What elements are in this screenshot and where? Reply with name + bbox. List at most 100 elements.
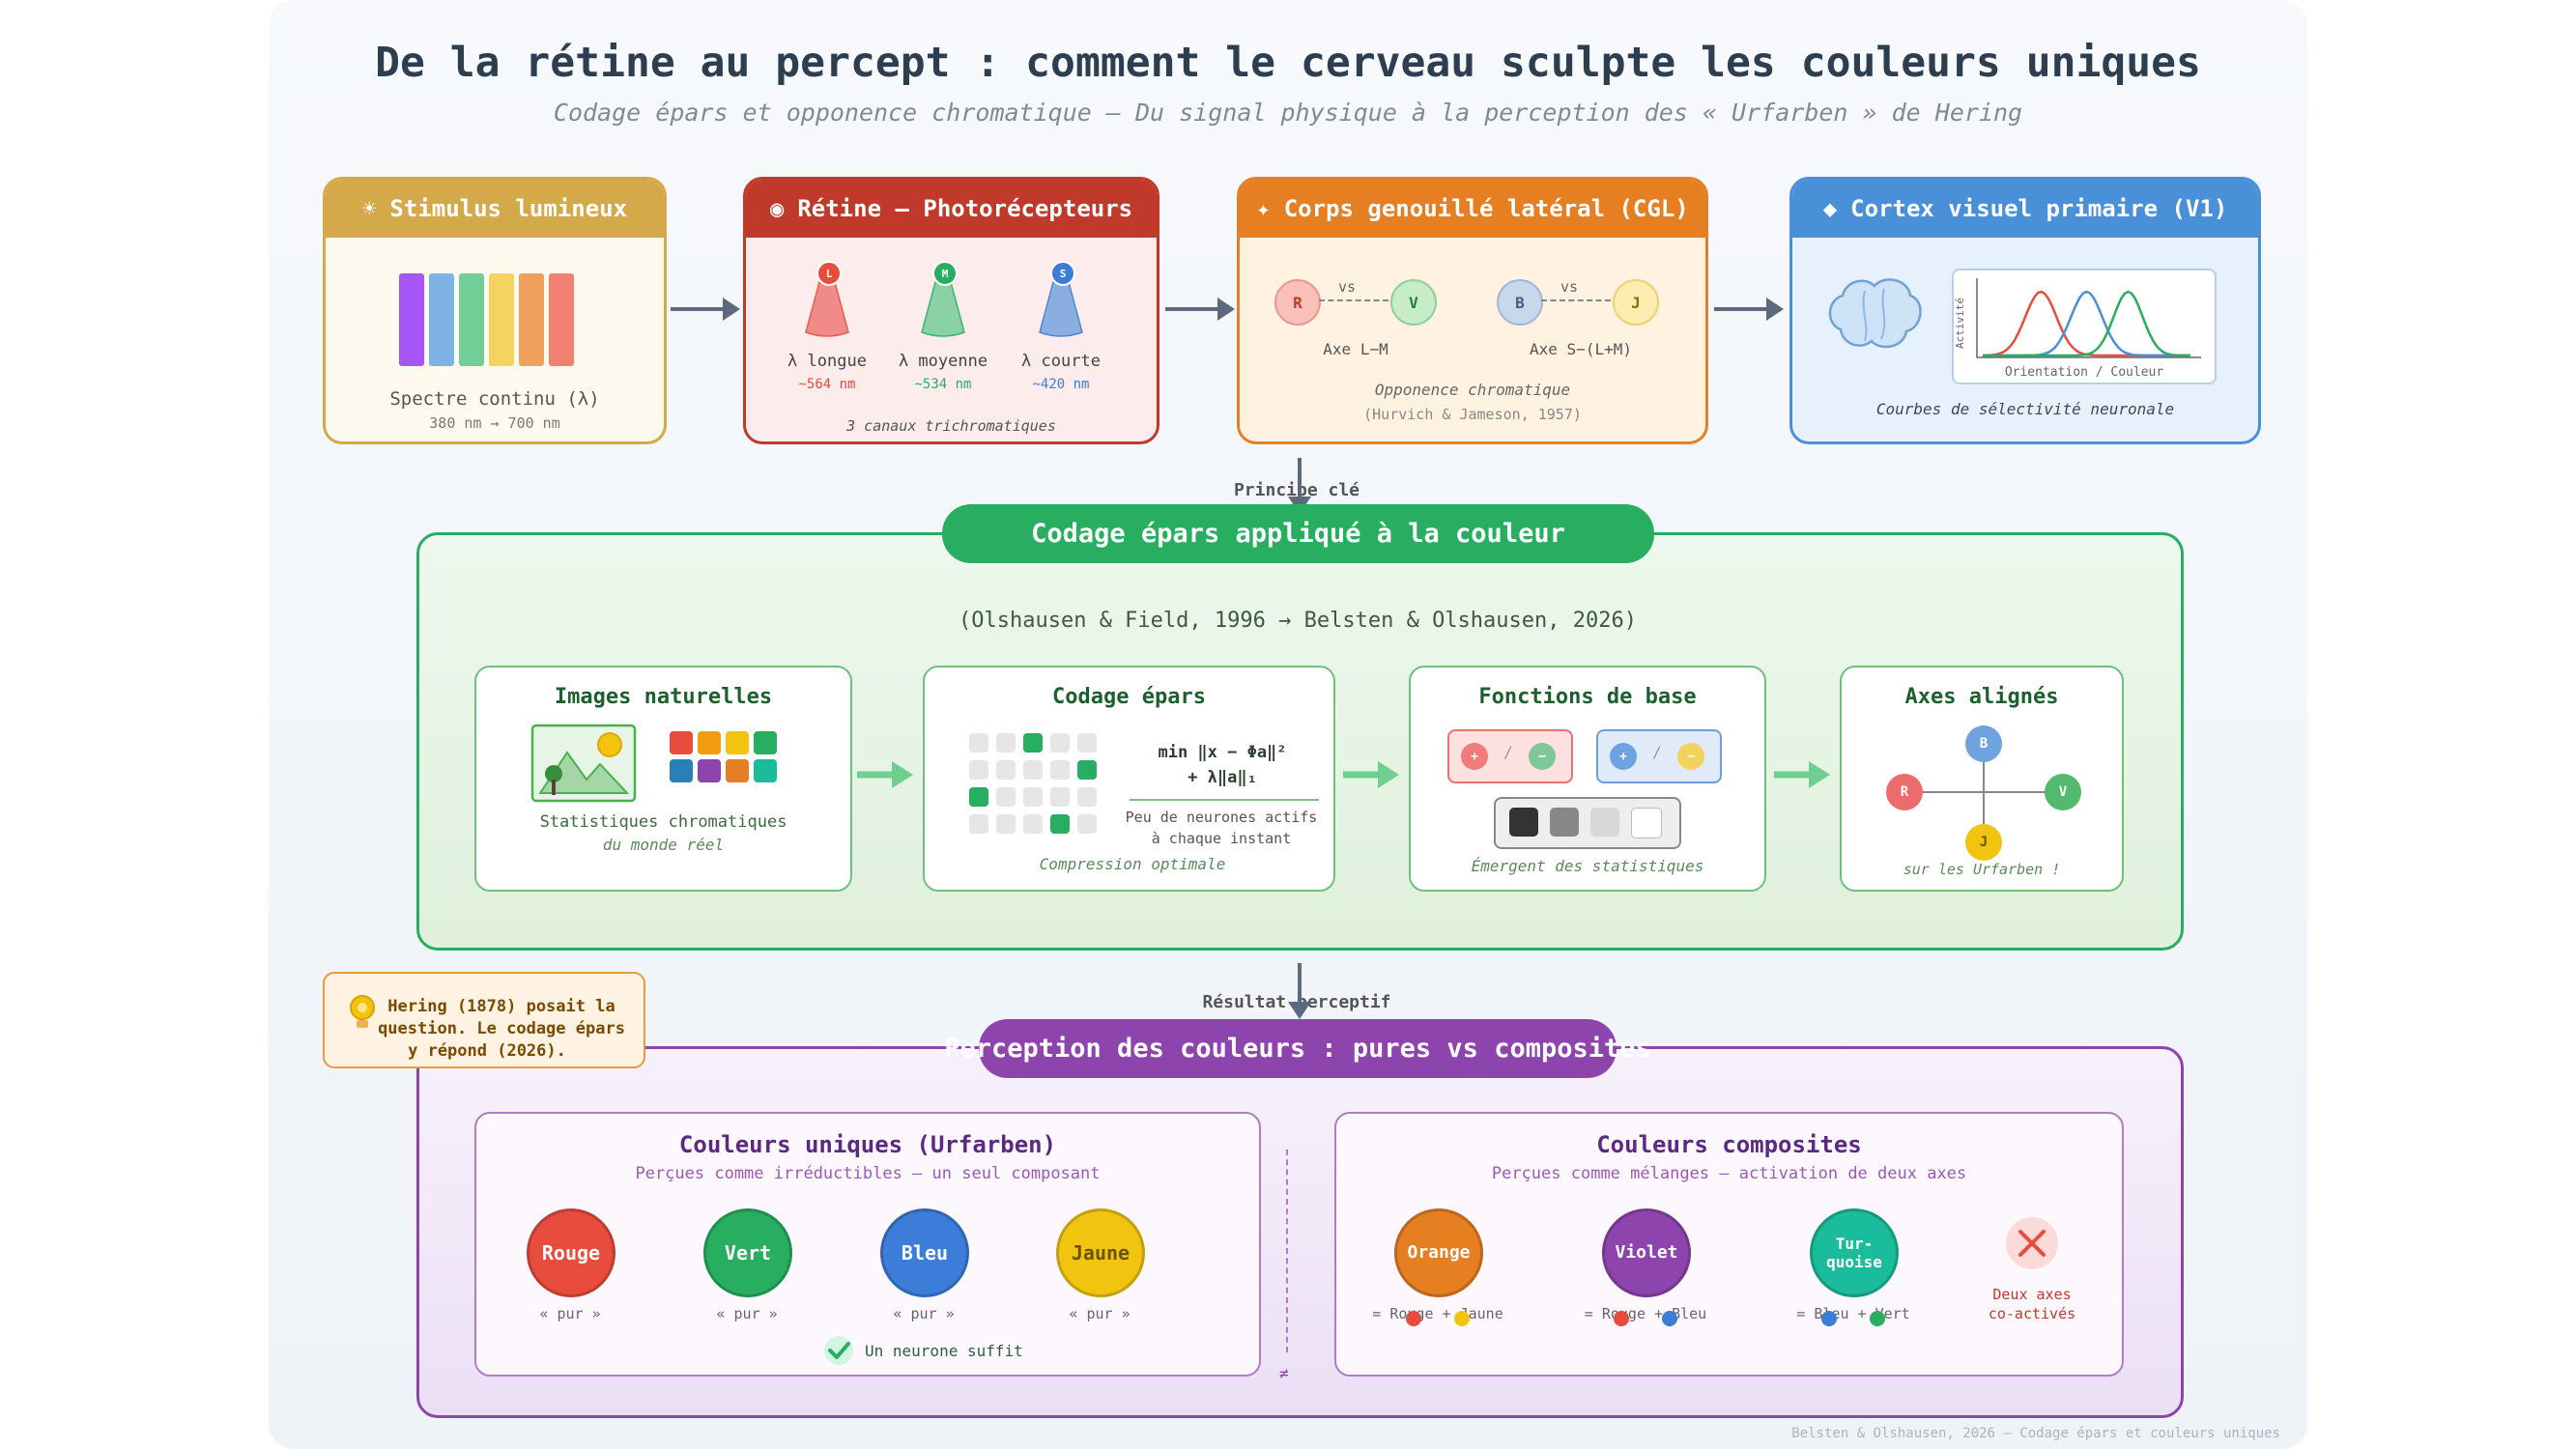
unique-tag-2: « pur » <box>893 1305 955 1322</box>
composite-title: Couleurs composites <box>1596 1131 1862 1158</box>
composite-name-1: Violet <box>1615 1242 1678 1264</box>
axes-title: Axes alignés <box>1904 685 2059 709</box>
arrow-stimulus-retina <box>671 298 740 321</box>
lum-swatch-white <box>1631 808 1662 838</box>
cone-m-icon <box>921 281 965 337</box>
perception-divider <box>1286 1150 1288 1352</box>
brain-icon: ✦ <box>1256 195 1271 222</box>
composite-name2-2: quoise <box>1826 1253 1882 1271</box>
sparse-cell <box>1023 787 1043 807</box>
stimulus-header: ☀ Stimulus lumineux <box>326 180 664 238</box>
axis-node-j: J <box>1965 824 2002 861</box>
cone-nm-0: ~564 nm <box>798 377 856 392</box>
opponent-line-1 <box>1319 299 1388 301</box>
sparse-coding-title: Codage épars <box>1052 685 1206 709</box>
unique-color-rouge: Rouge <box>527 1208 615 1297</box>
lum-swatch-black <box>1509 808 1538 837</box>
v1-card: ◆ Cortex visuel primaire (V1) Activité O… <box>1789 177 2261 444</box>
sparse-cell <box>996 760 1016 780</box>
tuning-axes <box>1976 278 2201 358</box>
stimulus-card: ☀ Stimulus lumineux Spectre continu (λ) … <box>323 177 667 444</box>
tuning-curve-1 <box>1983 290 2190 357</box>
sparse-cell <box>969 733 988 753</box>
arrow-down-result <box>1288 963 1311 1019</box>
sparse-cell <box>1050 733 1070 753</box>
vs-label-1: vs <box>1338 278 1357 296</box>
basis-footer: Émergent des statistiques <box>1471 857 1704 875</box>
arrow-retina-cgl <box>1165 298 1235 321</box>
sparse-cell <box>969 787 988 807</box>
sparse-cell <box>1023 814 1043 834</box>
opponent-circle-v: V <box>1390 279 1437 326</box>
opponent-circle-r: R <box>1274 279 1321 326</box>
v1-caption: Courbes de sélectivité neuronale <box>1875 400 2175 418</box>
tuning-chart-frame: Activité Orientation / Couleur <box>1952 269 2217 384</box>
perception-banner: Perception des couleurs : pures vs compo… <box>944 1019 1651 1078</box>
formula-divider <box>1130 799 1319 801</box>
unique-color-vert: Vert <box>703 1208 792 1297</box>
basis-minus-green: − <box>1529 743 1556 770</box>
basis-functions-box: Fonctions de base + / − + / − Émergent d… <box>1409 666 1766 892</box>
sparse-cell <box>1050 760 1070 780</box>
stimulus-label: Spectre continu (λ) <box>389 388 600 410</box>
hering-line-2: question. Le codage épars <box>378 1019 625 1038</box>
sparse-cell <box>1050 814 1070 834</box>
basis-plus-red: + <box>1461 743 1488 770</box>
natural-images-title: Images naturelles <box>554 685 773 709</box>
axis-node-v: V <box>2045 774 2081 810</box>
cone-s-icon <box>1039 281 1083 337</box>
natural-swatch-2 <box>726 731 749 754</box>
unique-footer: Un neurone suffit <box>865 1342 1023 1360</box>
axis-node-b: B <box>1965 725 2002 762</box>
cgl-header: ✦ Corps genouillé latéral (CGL) <box>1240 180 1705 238</box>
composite-dot <box>1821 1311 1837 1326</box>
sparse-cell <box>996 787 1016 807</box>
unique-color-jaune: Jaune <box>1056 1208 1145 1297</box>
formula-line-2: + λ‖a‖₁ <box>1188 768 1257 787</box>
composite-color-1: Violet <box>1602 1208 1691 1297</box>
lum-swatch-gray <box>1550 808 1579 837</box>
cone-badge-s: S <box>1050 261 1075 286</box>
sparse-cell <box>996 814 1016 834</box>
basis-by-pair: + / − <box>1596 729 1722 783</box>
sparse-cell <box>1077 814 1097 834</box>
unique-colors-box: Couleurs uniques (Urfarben) Perçues comm… <box>474 1112 1261 1377</box>
composite-name-2: Tur- <box>1835 1234 1874 1253</box>
unique-subtitle: Perçues comme irréductibles — un seul co… <box>635 1164 1101 1183</box>
arrow-sparse-basis <box>1343 761 1399 788</box>
sparse-cell <box>996 733 1016 753</box>
arrow-basis-axes <box>1774 761 1830 788</box>
natural-swatch-6 <box>726 759 749 782</box>
cone-nm-2: ~420 nm <box>1032 377 1090 392</box>
footer-credit: Belsten & Olshausen, 2026 — Codage épars… <box>1791 1426 2280 1441</box>
sparse-footer: Compression optimale <box>1039 855 1226 873</box>
composite-name-0: Orange <box>1407 1242 1471 1264</box>
basis-rg-pair: + / − <box>1447 729 1573 783</box>
hering-note: Hering (1878) posait la question. Le cod… <box>323 972 645 1068</box>
basis-title: Fonctions de base <box>1478 685 1697 709</box>
brain-illustration-icon <box>1828 278 1922 349</box>
tuning-curve-0 <box>1983 290 2190 357</box>
spectrum-bar-5 <box>549 273 574 366</box>
tuning-curves-chart <box>1976 278 2201 358</box>
spectrum-bar-2 <box>459 273 484 366</box>
vs-label-2: vs <box>1560 278 1579 296</box>
axis-vertical <box>1983 743 1985 839</box>
page-subtitle: Codage épars et opponence chromatique — … <box>553 99 2023 127</box>
hering-line-1: Hering (1878) posait la <box>387 997 615 1016</box>
sparse-desc-1: Peu de neurones actifs <box>1125 809 1318 826</box>
tuning-curve-2 <box>1983 290 2190 357</box>
sparse-coding-box: Codage épars min ‖x − Φa‖² + λ‖a‖₁ Peu d… <box>923 666 1335 892</box>
not-equal-sign: ≠ <box>1279 1364 1289 1382</box>
checkmark-icon <box>824 1336 853 1365</box>
arrow-natural-sparse <box>857 761 913 788</box>
arrow-cgl-v1 <box>1714 298 1784 321</box>
cgl-citation: (Hurvich & Jameson, 1957) <box>1363 406 1582 423</box>
retina-header: ◉ Rétine — Photorécepteurs <box>746 180 1157 238</box>
tuning-xlabel: Orientation / Couleur <box>2004 365 2164 380</box>
composite-dot <box>1614 1311 1629 1326</box>
spectrum-bars <box>399 273 592 370</box>
composite-colors-box: Couleurs composites Perçues comme mélang… <box>1334 1112 2124 1377</box>
light-icon: ☀ <box>361 195 377 222</box>
cgl-card: ✦ Corps genouillé latéral (CGL) R vs V A… <box>1237 177 1708 444</box>
